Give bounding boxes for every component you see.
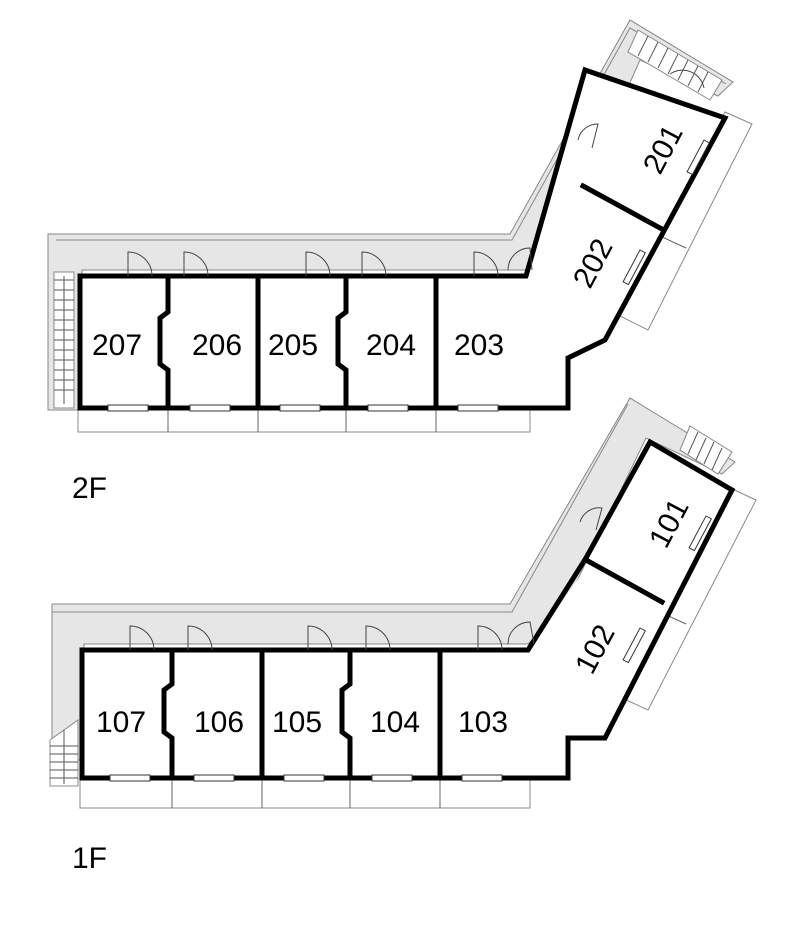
stairs-1f-left bbox=[49, 719, 79, 787]
unit-label-103: 103 bbox=[458, 706, 508, 739]
unit-label-203: 203 bbox=[454, 329, 504, 362]
unit-label-106: 106 bbox=[194, 706, 244, 739]
unit-label-105: 105 bbox=[272, 706, 322, 739]
stairs-1f-right bbox=[679, 425, 733, 475]
floor-label-2f: 2F bbox=[72, 472, 107, 505]
unit-label-107: 107 bbox=[96, 706, 146, 739]
floor-2f: 207 206 205 204 203 202 201 2F bbox=[47, 19, 753, 505]
walls-2f bbox=[77, 66, 729, 411]
unit-label-206: 206 bbox=[192, 329, 242, 362]
stairs-2f-right bbox=[627, 29, 723, 101]
unit-label-205: 205 bbox=[268, 329, 318, 362]
floor-label-1f: 1F bbox=[72, 842, 107, 875]
unit-label-207: 207 bbox=[92, 329, 142, 362]
unit-label-204: 204 bbox=[366, 329, 416, 362]
unit-label-104: 104 bbox=[370, 706, 420, 739]
stairs-2f-left bbox=[53, 271, 75, 409]
floor-1f: 107 106 105 104 103 102 101 1F bbox=[49, 397, 757, 875]
walls-1f bbox=[79, 438, 736, 781]
